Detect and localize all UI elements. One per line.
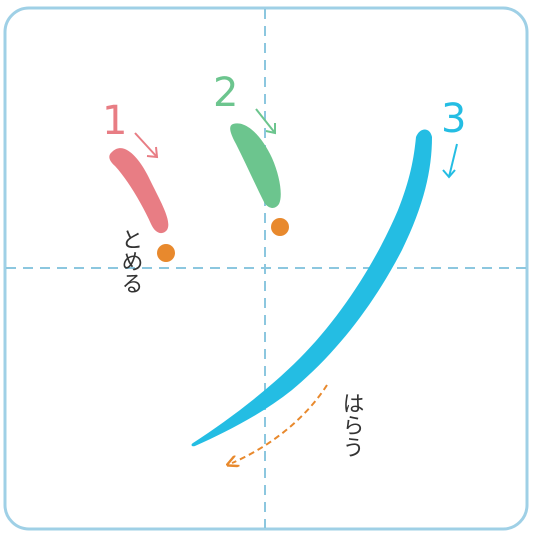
- sweep-direction-arrow-icon: [232, 384, 328, 463]
- sweep-note: はらう: [339, 392, 364, 458]
- stroke-2-number: 2: [213, 70, 238, 116]
- stroke-1-number: 1: [102, 98, 127, 144]
- stroke-1-stop-dot: [157, 244, 175, 262]
- stop-note: とめる: [118, 228, 143, 294]
- stroke-2-shape: [230, 123, 281, 208]
- stroke-2-arrowhead-icon: [265, 123, 276, 135]
- stroke-1-shape: [109, 148, 169, 234]
- stroke-2-stop-dot: [271, 218, 289, 236]
- stroke-3-arrowhead-icon: [442, 169, 456, 179]
- stroke-2-direction-arrow-icon: [255, 108, 276, 134]
- stroke-3-direction-arrow-icon: [448, 143, 458, 178]
- stroke-1-direction-arrow-icon: [134, 132, 158, 158]
- stroke-1-arrowhead-icon: [146, 146, 159, 159]
- stroke-3-number: 3: [441, 96, 466, 142]
